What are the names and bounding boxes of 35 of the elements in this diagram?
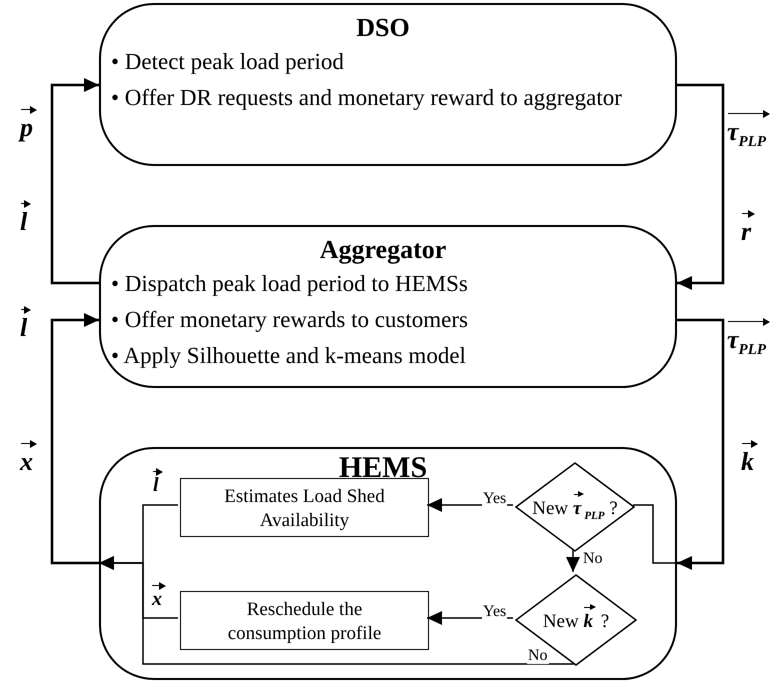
decision-diamond <box>515 574 637 666</box>
box-title: Aggregator <box>318 234 448 266</box>
vector-label: τ$_{PLP}$ <box>727 110 770 151</box>
vector-label: l <box>20 200 32 237</box>
vector-label: r <box>741 210 756 247</box>
process-box <box>180 478 429 537</box>
bullet-item: • Offer DR requests and monetary reward to aggregator <box>111 84 623 112</box>
box-text: Reschedule the consumption profile <box>226 598 382 646</box>
arrow <box>50 313 99 564</box>
box-text: Estimates Load Shed Availability <box>223 485 386 533</box>
edge-label: Yes <box>482 604 508 620</box>
decision-text: New τ$_{PLP}$ ? <box>529 491 621 527</box>
edge-label: Yes <box>482 491 508 507</box>
vector-label: p <box>20 106 37 143</box>
edge-label: No <box>527 648 549 664</box>
arrow <box>566 550 580 572</box>
arrow <box>677 318 724 570</box>
vector-label: l <box>20 306 32 343</box>
arrow <box>677 84 724 290</box>
rounded-box <box>99 447 677 680</box>
box-title: DSO <box>355 12 411 44</box>
vector-label: k <box>741 440 758 477</box>
bullet-item: • Offer monetary rewards to customers <box>111 306 469 334</box>
rounded-box <box>99 3 677 166</box>
decision-diamond <box>515 462 635 552</box>
bullet-item: • Dispatch peak load period to HEMSs <box>111 270 469 298</box>
bullet-item: • Apply Silhouette and k-means model <box>111 342 467 370</box>
decision-text: New k ? <box>529 604 623 633</box>
arrow <box>99 556 574 665</box>
bullet-item: • Detect peak load period <box>111 48 345 76</box>
arrow <box>50 78 99 284</box>
rounded-box <box>99 225 677 388</box>
process-box <box>180 591 429 650</box>
vector-label: x <box>20 440 37 477</box>
vector-label: τ$_{PLP}$ <box>727 318 770 359</box>
